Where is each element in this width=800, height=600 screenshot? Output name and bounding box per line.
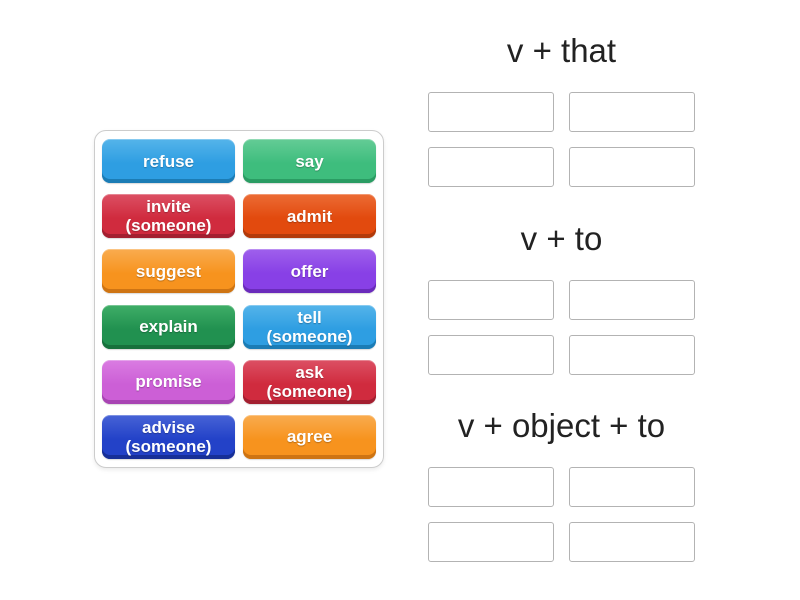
slot-grid-v-object-to	[420, 467, 703, 562]
drop-slot-v-object-to-4[interactable]	[569, 522, 695, 562]
word-tile-label: promise	[135, 372, 201, 391]
word-tile-label-line: (someone)	[125, 436, 212, 456]
word-tile-suggest[interactable]: suggest	[102, 249, 235, 294]
word-tile-invite-someone[interactable]: invite(someone)	[102, 194, 235, 239]
word-tile-refuse[interactable]: refuse	[102, 139, 235, 183]
word-tile-offer[interactable]: offer	[243, 249, 376, 294]
word-tile-explain[interactable]: explain	[102, 304, 235, 349]
word-tile-label-line: suggest	[135, 261, 202, 281]
word-tile-label: ask(someone)	[267, 363, 353, 401]
word-tile-ask-someone[interactable]: ask(someone)	[243, 359, 376, 404]
word-tile-label-line: tell	[297, 307, 322, 327]
drop-slot-v-object-to-1[interactable]	[428, 467, 554, 507]
drop-slot-v-to-1[interactable]	[428, 280, 554, 320]
word-tile-label-line: refuse	[142, 151, 195, 171]
word-tile-label-line: ask	[295, 362, 324, 382]
word-tile-label-line: invite	[146, 197, 191, 217]
word-tile-label: admit	[287, 207, 332, 226]
group-title-v-object-to: v + object + to	[457, 407, 666, 444]
word-tile-label-line: (someone)	[266, 381, 353, 401]
group-title-v-that: v + that	[506, 32, 617, 69]
group-v-that: v + that	[420, 30, 703, 187]
group-title-v-to: v + to	[520, 220, 603, 257]
word-tile-label-line: advise	[142, 417, 195, 437]
group-v-to: v + to	[420, 218, 703, 375]
drop-slot-v-that-1[interactable]	[428, 92, 554, 132]
word-tile-label: suggest	[136, 262, 201, 281]
word-tile-label: explain	[139, 317, 198, 336]
drop-slot-v-that-2[interactable]	[569, 92, 695, 132]
word-tile-label-line: (someone)	[125, 216, 212, 236]
drop-slot-v-to-4[interactable]	[569, 335, 695, 375]
drop-slot-v-that-4[interactable]	[569, 147, 695, 187]
word-tile-label: invite(someone)	[126, 197, 212, 235]
word-tile-label-line: admit	[286, 206, 333, 226]
drop-slot-v-to-3[interactable]	[428, 335, 554, 375]
word-tile-label-line: (someone)	[266, 326, 353, 346]
word-tile-label: advise(someone)	[126, 418, 212, 456]
slot-grid-v-to	[420, 280, 703, 375]
word-tile-label-line: agree	[286, 427, 333, 447]
word-tile-label: offer	[291, 262, 329, 281]
word-tile-label: refuse	[143, 152, 194, 171]
word-tile-label-line: offer	[290, 261, 329, 281]
word-tile-label-line: say	[295, 151, 324, 171]
word-tile-label-line: promise	[135, 372, 202, 392]
group-v-object-to: v + object + to	[420, 405, 703, 562]
drop-slot-v-object-to-2[interactable]	[569, 467, 695, 507]
drop-slot-v-to-2[interactable]	[569, 280, 695, 320]
slot-grid-v-that	[420, 92, 703, 187]
word-tile-say[interactable]: say	[243, 139, 376, 183]
word-tile-label-line: explain	[139, 317, 198, 337]
word-tile-admit[interactable]: admit	[243, 194, 376, 239]
word-tile-promise[interactable]: promise	[102, 359, 235, 404]
word-tile-tell-someone[interactable]: tell(someone)	[243, 304, 376, 349]
word-tile-label: agree	[287, 427, 332, 446]
word-tile-label: tell(someone)	[267, 308, 353, 346]
drop-slot-v-object-to-3[interactable]	[428, 522, 554, 562]
drop-slot-v-that-3[interactable]	[428, 147, 554, 187]
word-tile-label: say	[295, 152, 323, 171]
word-tile-advise-someone[interactable]: advise(someone)	[102, 414, 235, 459]
word-tile-agree[interactable]: agree	[243, 414, 376, 459]
